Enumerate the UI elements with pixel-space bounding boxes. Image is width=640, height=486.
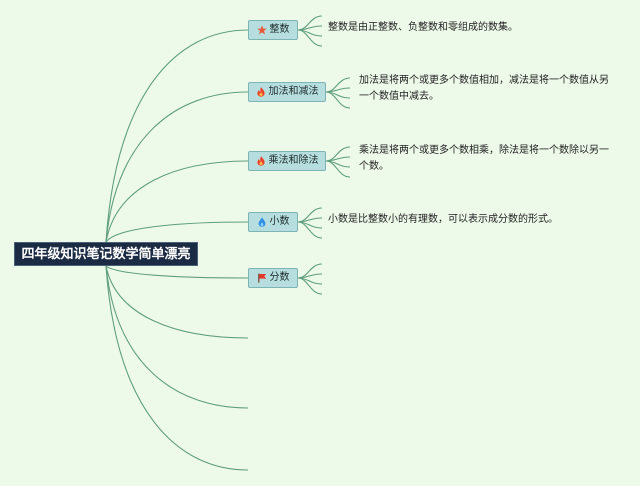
sub-branch-line bbox=[325, 87, 351, 93]
topic-label: 加法和减法 bbox=[268, 86, 319, 97]
topic-multiplication-division[interactable]: 乘法和除法 bbox=[248, 151, 326, 171]
topic-label: 小数 bbox=[269, 216, 290, 227]
branch-line bbox=[105, 265, 249, 279]
note-line: 小数是比整数小的有理数，可以表示成分数的形式。 bbox=[328, 214, 558, 225]
branch-line bbox=[105, 160, 249, 243]
flag-icon bbox=[257, 273, 266, 283]
topic-integer-note: 整数是由正整数、负整数和零组成的数集。 bbox=[328, 20, 518, 36]
sub-branch-line bbox=[297, 25, 323, 31]
topic-decimals[interactable]: 小数 bbox=[248, 212, 298, 232]
topic-integer[interactable]: 整数 bbox=[248, 20, 298, 40]
topic-multiplication-division-note: 乘法是将两个或更多个数相乘，除法是将一个数除以另一 个数。 bbox=[359, 143, 609, 175]
sub-branch-line bbox=[325, 160, 351, 178]
sub-branch-line bbox=[325, 91, 351, 109]
fire-icon bbox=[256, 156, 265, 166]
topic-decimals-note: 小数是比整数小的有理数，可以表示成分数的形式。 bbox=[328, 212, 558, 228]
branch-line bbox=[105, 91, 249, 243]
root-topic-title: 四年级知识笔记数学简单漂亮 bbox=[21, 247, 191, 262]
branch-line bbox=[105, 221, 249, 243]
topic-addition-subtraction[interactable]: 加法和减法 bbox=[248, 82, 326, 102]
topic-addition-subtraction-note: 加法是将两个或更多个数值相加，减法是将一个数值从另 一个数值中减去。 bbox=[359, 73, 609, 105]
topic-label: 乘法和除法 bbox=[268, 155, 319, 166]
note-line: 一个数值中减去。 bbox=[359, 91, 439, 102]
branch-line bbox=[105, 265, 249, 339]
branch-line bbox=[105, 265, 249, 409]
sub-branch-line bbox=[297, 273, 323, 279]
sub-branch-line bbox=[297, 217, 323, 223]
water-drop-icon bbox=[258, 217, 265, 227]
sub-branch-line bbox=[325, 156, 351, 162]
note-line: 个数。 bbox=[359, 161, 389, 172]
branch-line bbox=[105, 265, 249, 471]
note-line: 乘法是将两个或更多个数相乘，除法是将一个数除以另一 bbox=[359, 145, 609, 156]
sub-branch-line bbox=[297, 29, 323, 47]
branch-line bbox=[105, 29, 249, 243]
sub-branch-line bbox=[297, 221, 323, 239]
star-icon bbox=[256, 25, 267, 35]
fire-icon bbox=[256, 87, 265, 97]
note-line: 整数是由正整数、负整数和零组成的数集。 bbox=[328, 22, 518, 33]
note-line: 加法是将两个或更多个数值相加，减法是将一个数值从另 bbox=[359, 75, 609, 86]
root-topic[interactable]: 四年级知识笔记数学简单漂亮 bbox=[14, 242, 198, 266]
topic-fractions[interactable]: 分数 bbox=[248, 268, 298, 288]
sub-branch-line bbox=[297, 277, 323, 295]
topic-label: 分数 bbox=[269, 272, 290, 283]
topic-label: 整数 bbox=[269, 24, 290, 35]
